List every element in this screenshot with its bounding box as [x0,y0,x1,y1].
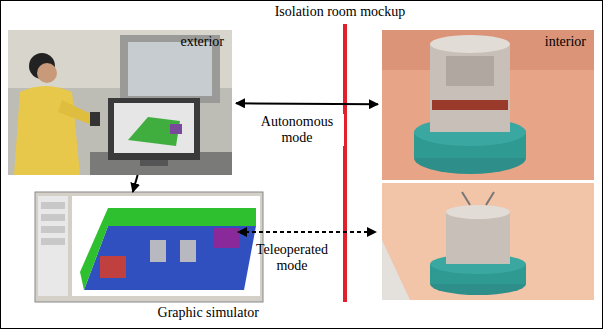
edge-label: Autonomous mode [250,114,344,146]
node-label: Graphic simulator [158,305,259,321]
node-label: exterior [180,34,224,50]
connector-arrow [236,103,378,104]
teleoperated-photo [382,183,594,300]
mode-label: Teleoperated mode [244,242,340,274]
exterior-photo-box: exterior [8,30,232,175]
isolation-wall [343,24,347,302]
interior-photo-box: interior [382,30,594,180]
exterior-photo [8,30,232,175]
interior-photo [382,30,594,180]
simulator-screenshot [35,192,263,302]
node-label: interior [545,34,586,50]
teleoperated-arrow [238,231,376,233]
connector-arrow [133,175,138,192]
simulator-box: Graphic simulator [35,192,263,322]
wall-title: Isolation room mockup [190,4,490,20]
